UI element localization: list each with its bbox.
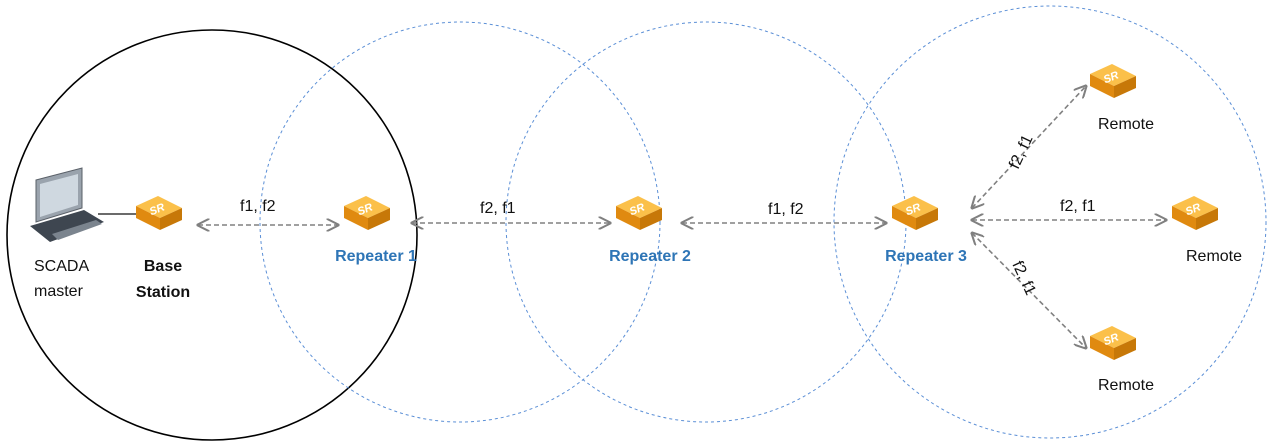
remote-mid-label: Remote: [1186, 248, 1242, 265]
link-label-base-repeater1: f1, f2: [240, 198, 276, 215]
link-repeater3-remote-top: [972, 86, 1086, 208]
scada-label-line1: SCADA: [34, 258, 89, 275]
svg-text:SR: SR: [1102, 331, 1121, 348]
link-label-repeater1-repeater2: f2, f1: [480, 200, 516, 217]
svg-text:SR: SR: [628, 201, 647, 218]
repeater1-radio-icon: SR: [344, 196, 390, 230]
link-repeater3-remote-bottom: [972, 233, 1086, 348]
repeater3-radio-icon: SR: [892, 196, 938, 230]
base-coverage-circle: [6, 29, 418, 441]
link-label-repeater3-remote-top: f2, f1: [1006, 132, 1036, 172]
svg-text:SR: SR: [1184, 201, 1203, 218]
svg-text:SR: SR: [356, 201, 375, 218]
base-station-label-line2: Station: [136, 284, 190, 301]
svg-text:SR: SR: [904, 201, 923, 218]
link-label-repeater2-repeater3: f1, f2: [768, 201, 804, 218]
scada-label-line2: master: [34, 283, 84, 300]
svg-text:SR: SR: [1102, 69, 1121, 86]
link-label-repeater3-remote-mid: f2, f1: [1060, 198, 1096, 215]
repeater2-radio-icon: SR: [616, 196, 662, 230]
link-label-repeater3-remote-bottom: f2, f1: [1008, 259, 1038, 299]
remote-mid-radio-icon: SR: [1172, 196, 1218, 230]
repeater1-coverage-circle: [259, 21, 661, 423]
remote-top-label: Remote: [1098, 116, 1154, 133]
base-station-label-line1: Base: [144, 258, 182, 275]
remote-top-radio-icon: SR: [1090, 64, 1136, 98]
repeater1-label: Repeater 1: [335, 248, 417, 265]
svg-text:SR: SR: [148, 201, 167, 218]
repeater3-label: Repeater 3: [885, 248, 967, 265]
repeater2-label: Repeater 2: [609, 248, 691, 265]
scada-computer-icon: [30, 167, 104, 242]
repeater2-coverage-circle: [505, 21, 907, 423]
base-station-radio-icon: SR: [136, 196, 182, 230]
remote-bottom-radio-icon: SR: [1090, 326, 1136, 360]
remote-bottom-label: Remote: [1098, 377, 1154, 394]
